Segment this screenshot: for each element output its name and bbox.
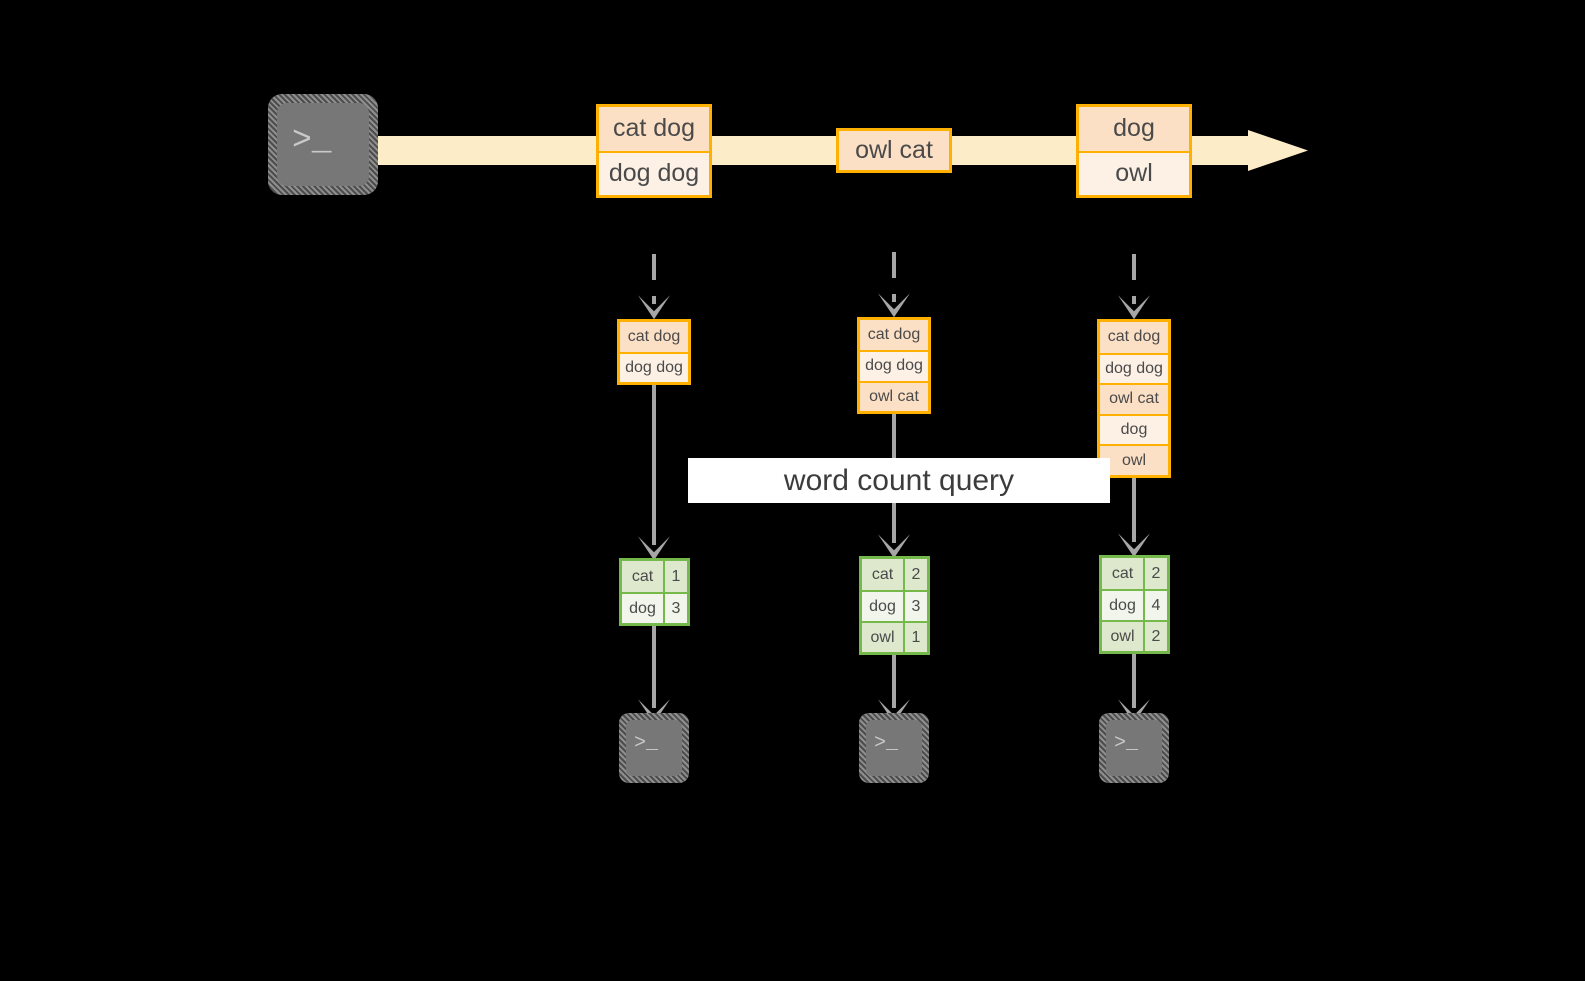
source-terminal-icon: >_ (268, 94, 378, 195)
result-3-word-2: dog (1102, 591, 1145, 620)
result-3-count-2: 4 (1151, 596, 1161, 614)
result-1-count-2: 3 (671, 599, 681, 617)
snapshot-2-line-3: owl cat (860, 380, 928, 411)
snapshot-2-line-2: dog dog (860, 350, 928, 381)
query-label: word count query (688, 458, 1110, 503)
terminal-prompt-glyph: >_ (634, 732, 659, 755)
result-3-word-3: owl (1102, 622, 1145, 651)
result-2-word-1: cat (862, 559, 905, 590)
result-2-count-2: 3 (911, 597, 921, 615)
snapshot-3-line-4: dog (1100, 413, 1168, 445)
terminal-prompt-glyph: >_ (1114, 732, 1139, 755)
query-label-text: word count query (783, 463, 1015, 497)
snapshot-3-line-3: owl cat (1100, 383, 1168, 414)
result-1-count-1: 1 (671, 567, 681, 585)
result-table-column-2: cat 2 dog 3 owl 1 (859, 556, 930, 655)
sink-terminal-icon-column-2: >_ (859, 713, 929, 783)
result-3-count-3: 2 (1151, 627, 1161, 645)
stream-batch-1-line-2: dog dog (599, 150, 709, 195)
result-table-column-3: cat 2 dog 4 owl 2 (1099, 555, 1170, 654)
result-2-count-1: 2 (911, 565, 921, 583)
stream-batch-1-line-1: cat dog (599, 107, 709, 151)
snapshot-1-line-1: cat dog (620, 322, 688, 352)
table-row: owl 2 (1102, 620, 1167, 651)
snapshot-3-line-5: owl (1100, 444, 1168, 475)
result-2-word-3: owl (862, 623, 905, 652)
snapshot-2-line-1: cat dog (860, 320, 928, 351)
stream-batch-3-line-1: dog (1079, 107, 1189, 151)
stream-batch-3-line-2: owl (1079, 150, 1189, 195)
snapshot-3-line-2: dog dog (1100, 352, 1168, 384)
result-1-word-2: dog (622, 594, 665, 623)
snapshot-column-3: cat dog dog dog owl cat dog owl (1097, 319, 1171, 478)
terminal-inner-surface (277, 103, 369, 186)
snapshot-1-line-2: dog dog (620, 352, 688, 382)
table-row: cat 1 (622, 561, 687, 592)
table-row: dog 4 (1102, 589, 1167, 620)
result-3-count-1: 2 (1151, 564, 1161, 582)
stream-batch-2: owl cat (836, 128, 952, 173)
terminal-inner-surface (1106, 720, 1162, 776)
terminal-inner-surface (626, 720, 682, 776)
sink-terminal-icon-column-3: >_ (1099, 713, 1169, 783)
stream-batch-3: dog owl (1076, 104, 1192, 198)
stream-batch-1: cat dog dog dog (596, 104, 712, 198)
table-row: dog 3 (862, 590, 927, 621)
table-row: owl 1 (862, 621, 927, 652)
terminal-inner-surface (866, 720, 922, 776)
table-row: dog 3 (622, 592, 687, 623)
terminal-prompt-glyph: >_ (292, 122, 332, 159)
result-3-word-1: cat (1102, 558, 1145, 589)
table-row: cat 2 (862, 559, 927, 590)
result-1-word-1: cat (622, 561, 665, 592)
snapshot-3-line-1: cat dog (1100, 322, 1168, 353)
result-2-word-2: dog (862, 592, 905, 621)
table-row: cat 2 (1102, 558, 1167, 589)
result-2-count-3: 1 (911, 628, 921, 646)
snapshot-column-2: cat dog dog dog owl cat (857, 317, 931, 414)
sink-terminal-icon-column-1: >_ (619, 713, 689, 783)
terminal-prompt-glyph: >_ (874, 732, 899, 755)
result-table-column-1: cat 1 dog 3 (619, 558, 690, 626)
snapshot-column-1: cat dog dog dog (617, 319, 691, 385)
stream-batch-2-line-1: owl cat (839, 131, 949, 170)
